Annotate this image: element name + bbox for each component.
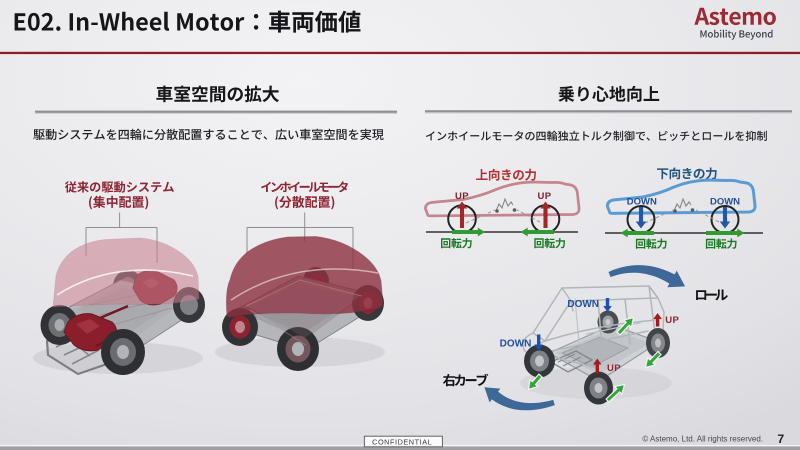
svg-text:7: 7 — [777, 432, 784, 446]
svg-text:CONFIDENTIAL: CONFIDENTIAL — [372, 437, 432, 446]
svg-text:UP: UP — [607, 363, 621, 374]
svg-text:DOWN: DOWN — [627, 196, 657, 207]
svg-text:DOWN: DOWN — [710, 196, 740, 207]
svg-text:UP: UP — [538, 191, 552, 202]
svg-text:DOWN: DOWN — [567, 299, 599, 310]
svg-text:DOWN: DOWN — [500, 339, 532, 350]
svg-text:© Astemo, Ltd. All rights rese: © Astemo, Ltd. All rights reserved. — [642, 434, 763, 443]
svg-text:UP: UP — [665, 315, 679, 326]
svg-text:UP: UP — [455, 191, 469, 202]
